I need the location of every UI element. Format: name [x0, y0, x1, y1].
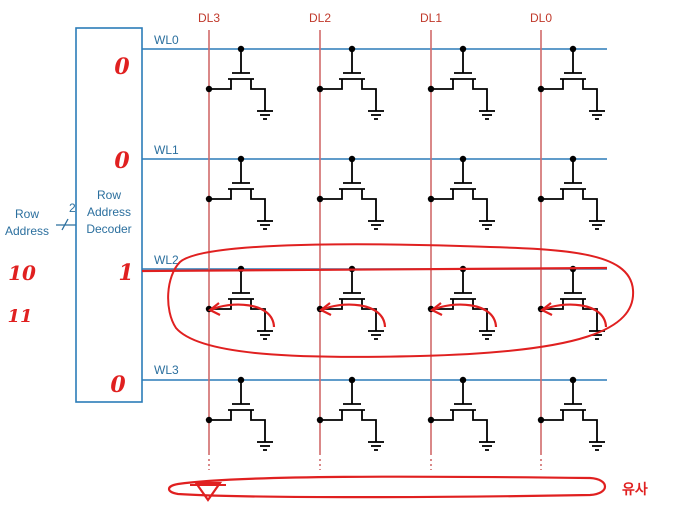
dataline-junction-dot	[537, 195, 545, 203]
drain-connection	[541, 189, 564, 200]
dl3-label: DL3	[198, 11, 220, 25]
drain-connection	[431, 299, 454, 310]
cell-wl0-dl2	[316, 45, 384, 120]
current-arrowhead	[539, 302, 553, 316]
cell-array	[205, 45, 608, 451]
dataline-junction-dot	[316, 195, 324, 203]
decoder-label-line2: Address	[87, 205, 131, 219]
drain-connection	[431, 410, 454, 421]
current-path-arrow	[321, 303, 387, 328]
source-connection	[361, 79, 377, 111]
dataline-junction-dot	[205, 85, 213, 93]
current-arrowhead	[318, 302, 332, 316]
drain-connection	[431, 79, 454, 90]
annotation-row1-value: 0	[114, 148, 130, 174]
data-lines	[208, 30, 542, 470]
source-connection	[361, 299, 377, 331]
cell-wl3-dl2	[316, 376, 384, 451]
cell-wl0-dl0	[537, 45, 605, 120]
drain-connection	[209, 299, 232, 310]
source-connection	[582, 410, 598, 442]
current-path-arrow	[210, 303, 276, 328]
row-address-decoder-box	[75, 27, 143, 403]
drain-connection	[541, 79, 564, 90]
cell-wl3-dl0	[537, 376, 605, 451]
dataline-junction-dot	[537, 416, 545, 424]
dataline-junction-dot	[316, 85, 324, 93]
source-connection	[250, 79, 266, 111]
dataline-junction-dot	[427, 416, 435, 424]
dataline-junction-dot	[537, 85, 545, 93]
decoder-label-line1: Row	[97, 188, 121, 202]
drain-connection	[320, 299, 343, 310]
source-connection	[250, 299, 266, 331]
dataline-junction-dot	[316, 416, 324, 424]
cell-wl3-dl3	[205, 376, 273, 451]
dataline-junction-dot	[205, 195, 213, 203]
current-path-arrow	[432, 303, 498, 328]
bus-width-label: 2	[69, 201, 76, 215]
drain-connection	[320, 189, 343, 200]
sense-amp-triangle-icon	[193, 481, 223, 502]
bus-slash	[61, 218, 69, 231]
drain-connection	[209, 189, 232, 200]
row-address-label-line2: Address	[5, 224, 49, 238]
current-arrowhead	[207, 302, 221, 316]
source-connection	[361, 189, 377, 221]
dl0-label: DL0	[530, 11, 552, 25]
annotation-address-11: 11	[7, 306, 32, 327]
drain-connection	[320, 410, 343, 421]
wl2-label: WL2	[154, 253, 179, 267]
dl1-label: DL1	[420, 11, 442, 25]
wl3-label: WL3	[154, 363, 179, 377]
cell-wl2-dl3	[205, 265, 276, 340]
drain-connection	[431, 189, 454, 200]
source-connection	[582, 299, 598, 331]
drain-connection	[209, 410, 232, 421]
cell-wl1-dl0	[537, 155, 605, 230]
source-connection	[582, 79, 598, 111]
annotation-row2-value: 1	[118, 260, 133, 286]
dataline-junction-dot	[427, 195, 435, 203]
current-path-arrow	[542, 303, 608, 328]
source-connection	[472, 189, 488, 221]
wl2-highlight-stroke	[141, 266, 608, 273]
annotation-address-10: 10	[8, 261, 36, 285]
current-arrowhead	[429, 302, 443, 316]
row-address-label-line1: Row	[15, 207, 39, 221]
cell-wl2-dl1	[427, 265, 498, 340]
dataline-junction-dot	[427, 85, 435, 93]
annotation-bottom-note: 유사	[622, 482, 648, 498]
source-connection	[582, 189, 598, 221]
decoder-label-line3: Decoder	[86, 222, 131, 236]
wl1-label: WL1	[154, 143, 179, 157]
dataline-junction-dot	[205, 416, 213, 424]
cell-wl2-dl2	[316, 265, 387, 340]
cell-wl2-dl0	[537, 265, 608, 340]
source-connection	[250, 189, 266, 221]
cell-wl1-dl2	[316, 155, 384, 230]
bottom-highlight-oval	[167, 475, 607, 499]
wl2-highlight-loop	[167, 243, 635, 358]
annotation-row3-value: 0	[110, 372, 126, 398]
source-connection	[472, 299, 488, 331]
drain-connection	[541, 410, 564, 421]
drain-connection	[320, 79, 343, 90]
wl0-label: WL0	[154, 33, 179, 47]
source-connection	[472, 79, 488, 111]
cell-wl1-dl3	[205, 155, 273, 230]
cell-wl3-dl1	[427, 376, 495, 451]
source-connection	[250, 410, 266, 442]
cell-wl0-dl1	[427, 45, 495, 120]
cell-wl0-dl3	[205, 45, 273, 120]
dl2-label: DL2	[309, 11, 331, 25]
cell-wl1-dl1	[427, 155, 495, 230]
drain-connection	[541, 299, 564, 310]
drain-connection	[209, 79, 232, 90]
annotation-row0-value: 0	[114, 54, 130, 80]
source-connection	[361, 410, 377, 442]
source-connection	[472, 410, 488, 442]
